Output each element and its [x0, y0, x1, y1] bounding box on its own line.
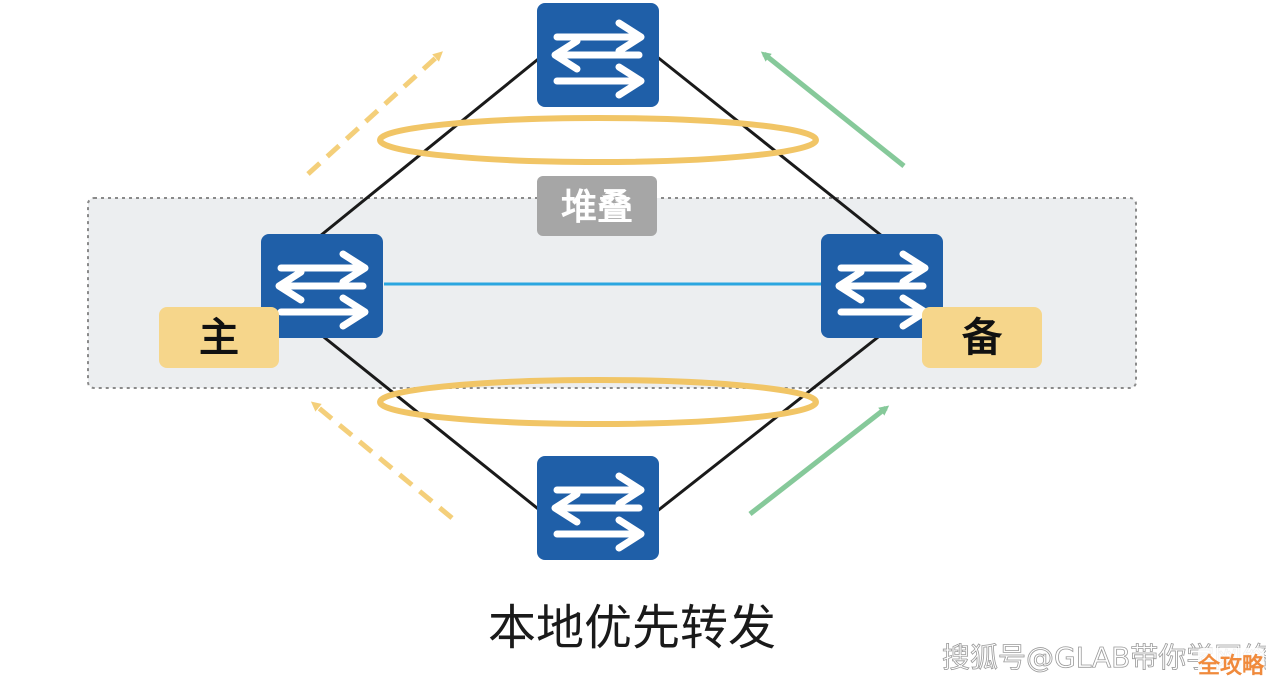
switch-top-icon: [537, 3, 659, 107]
link-bottom-right: [655, 332, 883, 514]
backup-label: 备: [962, 315, 1003, 361]
caption: 本地优先转发: [488, 600, 776, 656]
link-bottom-left: [319, 332, 543, 514]
corner-badge-bg: [1198, 648, 1264, 680]
switch-bottom-icon: [537, 456, 659, 560]
link-top-left: [319, 54, 543, 238]
link-top-right: [655, 54, 883, 238]
backup-badge: [922, 307, 1042, 368]
green-arrow-lower: [748, 405, 890, 516]
switch-master-icon: [261, 234, 383, 338]
master-label: 主: [199, 315, 239, 361]
yellow-dashed-arrow-upper: [306, 51, 443, 176]
bottom-aggregation-ring: [377, 377, 819, 427]
stack-label: 堆叠: [561, 187, 633, 228]
green-arrow-upper: [760, 51, 906, 168]
corner-badge: 全攻略: [1197, 653, 1265, 679]
yellow-dashed-arrow-lower: [310, 401, 454, 520]
stack-label-badge: [537, 176, 657, 236]
master-badge: [159, 307, 279, 368]
top-aggregation-ring: [377, 115, 819, 165]
links: [319, 54, 883, 514]
